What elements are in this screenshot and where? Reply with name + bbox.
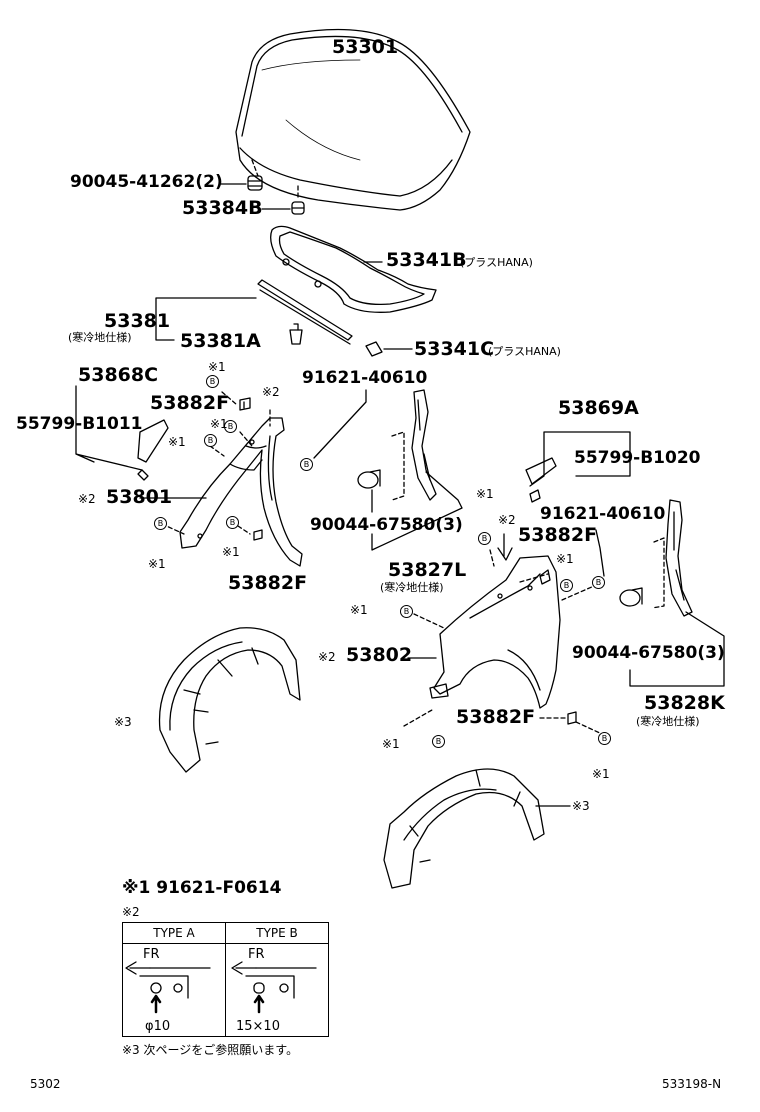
label-seal-lh-mid: 53827L [388,559,467,581]
hood-seal-part [270,225,437,313]
clip-b-marker: B [300,458,313,471]
label-clip-upper-lh: 91621-40610 [302,368,428,388]
figure-code: 533198-N [662,1077,722,1091]
label-fender-lh-bracket: 53882F [150,392,230,414]
mark-1: ※1 [148,557,166,571]
mark-2: ※2 [262,385,280,399]
clip-b-marker: B [224,420,237,433]
liner-lh-part [158,627,301,773]
seal-rh-part [651,499,693,617]
grommet-rh-part [619,587,643,607]
fender-rh-part [429,555,561,709]
mark-2: ※2 [498,513,516,527]
label-clip-lh: 55799-B1011 [16,414,143,434]
label-grommet-rh: 90044-67580(3) [572,643,725,663]
legend-type-a: TYPE A [122,922,226,944]
label-hood: 53301 [332,36,399,58]
legend-cell-a: FR φ10 [122,943,226,1037]
legend-type-b: TYPE B [225,922,329,944]
mark-3: ※3 [572,799,590,813]
seal-strip-part [257,279,353,345]
legend-fr-a: FR [143,947,160,962]
seal-lh-mid-part [411,389,437,501]
seal-clip-part [289,323,303,345]
grommet-lh-part [357,469,381,489]
mark-1: ※1 [382,737,400,751]
type-legend-table: TYPE A TYPE B FR φ10 FR 15×10 [122,922,329,1037]
cover-rh-part [525,457,557,503]
label-cover-rh: 53869A [558,397,639,419]
clip-b-marker: B [206,375,219,388]
hood-stopper-part [247,175,263,191]
note-3: ※3 次ページをご参照願います。 [122,1043,299,1057]
label-bracket-rh: 53882F [518,524,598,546]
clip-b-marker: B [478,532,491,545]
mark-1: ※1 [168,435,186,449]
clip-b-marker: B [400,605,413,618]
label-cushion: 53384B [182,197,263,219]
mark-3: ※3 [114,715,132,729]
label-seal-c-note: (プラスHANA) [488,345,561,358]
clip-b-marker: B [592,576,605,589]
label-clip-upper-rh: 91621-40610 [540,504,666,524]
label-seal-upper: 53341B [386,249,467,271]
legend-size-a: φ10 [145,1019,171,1034]
clip-b-marker: B [154,517,167,530]
mark-1: ※1 [208,360,226,374]
mark-1: ※1 [592,767,610,781]
fender-rh-mark: ※2 [318,650,336,664]
label-bracket-lower-lh: 53882F [228,572,308,594]
note-1: ※1 91621-F0614 [122,878,282,898]
cover-lh-part [137,419,169,481]
label-clip-rh: 55799-B1020 [574,448,701,468]
label-seal-rh-note: (寒冷地仕様) [636,715,700,728]
fender-lh-part [179,417,303,567]
clip-b-marker: B [598,732,611,745]
label-seal-rh: 53828K [644,692,725,714]
label-bracket-lower-rh: 53882F [456,706,536,728]
label-seal-group-note: (寒冷地仕様) [68,331,132,344]
mark-1: ※1 [222,545,240,559]
label-fender-lh: 53801 [106,486,173,508]
label-seal-a: 53381A [180,330,261,352]
cushion-part [291,201,305,215]
fender-lh-mark: ※2 [78,492,96,506]
clip-b-marker: B [226,516,239,529]
legend-cell-b: FR 15×10 [225,943,329,1037]
mark-1: ※1 [210,417,228,431]
liner-rh-part [383,768,545,889]
legend-fr-b: FR [248,947,265,962]
label-seal-lh-mid-note: (寒冷地仕様) [380,581,444,594]
label-cover-lh: 53868C [78,364,159,386]
clip-b-marker: B [204,434,217,447]
seal-c-part [365,341,383,357]
mark-1: ※1 [350,603,368,617]
mark-1: ※1 [476,487,494,501]
label-seal-group: 53381 [104,310,171,332]
mark-1: ※1 [556,552,574,566]
legend-size-b: 15×10 [236,1019,280,1034]
page-code: 5302 [30,1077,61,1091]
label-fender-rh: 53802 [346,644,413,666]
hood-panel [235,28,471,211]
label-hood-stopper: 90045-41262(2) [70,172,223,192]
clip-b-marker: B [560,579,573,592]
note-2: ※2 [122,905,140,919]
label-seal-upper-note: (プラスHANA) [460,256,533,269]
label-seal-c: 53341C [414,338,495,360]
label-grommet-lh: 90044-67580(3) [310,515,463,535]
clip-b-marker: B [432,735,445,748]
